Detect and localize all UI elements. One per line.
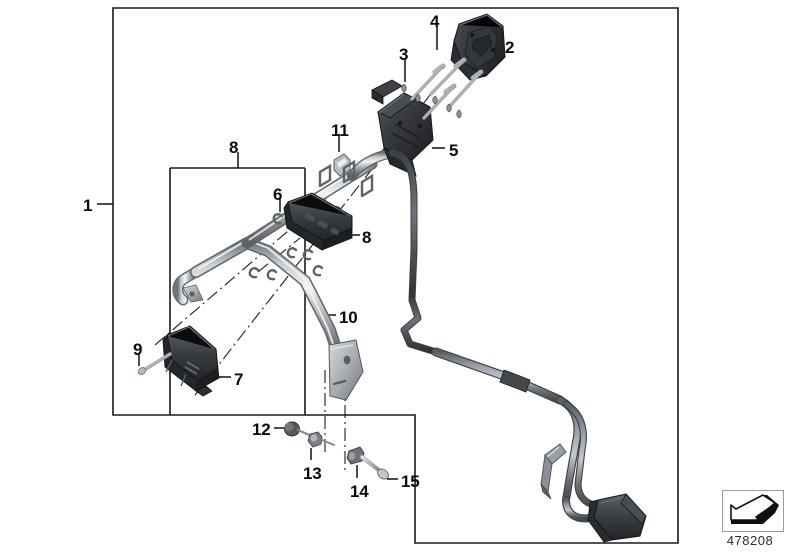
- callout-2-housing-cover: 2: [505, 38, 515, 57]
- callout-7-bracket-cover: 7: [234, 370, 244, 389]
- arrow-up-right-icon: [730, 494, 779, 524]
- callout-12-grommet: 12: [252, 420, 271, 439]
- part-switch-pad: [283, 192, 353, 251]
- part-5-control-unit: [347, 79, 434, 181]
- callout-13-nut: 13: [303, 464, 322, 483]
- part-15-bolt: [359, 454, 389, 480]
- callout-4-screw: 4: [430, 12, 440, 31]
- callout-10-tubular-frame: 10: [339, 308, 358, 327]
- callout-14-spacer: 14: [350, 482, 369, 501]
- part-6-clip: [272, 212, 284, 225]
- part-13-nut: [307, 431, 335, 448]
- part-14-spacer: [346, 446, 365, 465]
- part-wiring-harness: [388, 149, 647, 543]
- callout-1-assembly: 1: [83, 196, 93, 215]
- callout-8-clip-set-top: 8: [229, 138, 239, 157]
- callout-8-clip-set-right: 8: [362, 228, 372, 247]
- callout-3-washer: 3: [399, 45, 409, 64]
- outer-assembly-frame: [112, 7, 679, 544]
- part-2-housing-cover: [450, 13, 506, 81]
- callout-11-clip: 11: [331, 121, 349, 140]
- callout-5-control-unit: 5: [449, 141, 459, 160]
- callout-6-clip: 6: [273, 185, 283, 204]
- part-9-pin: [137, 352, 172, 375]
- part-4-screws: [410, 57, 484, 120]
- callout-9-pin: 9: [133, 340, 143, 359]
- leader-lines: [97, 26, 500, 480]
- callout-15-bolt: 15: [401, 472, 420, 491]
- part-7-bracket-cover: [162, 325, 220, 397]
- orientation-arrow-box: [722, 490, 784, 532]
- part-3-washers: [401, 83, 462, 119]
- part-number-label: 478208: [726, 533, 774, 548]
- part-11-clip: [333, 153, 351, 177]
